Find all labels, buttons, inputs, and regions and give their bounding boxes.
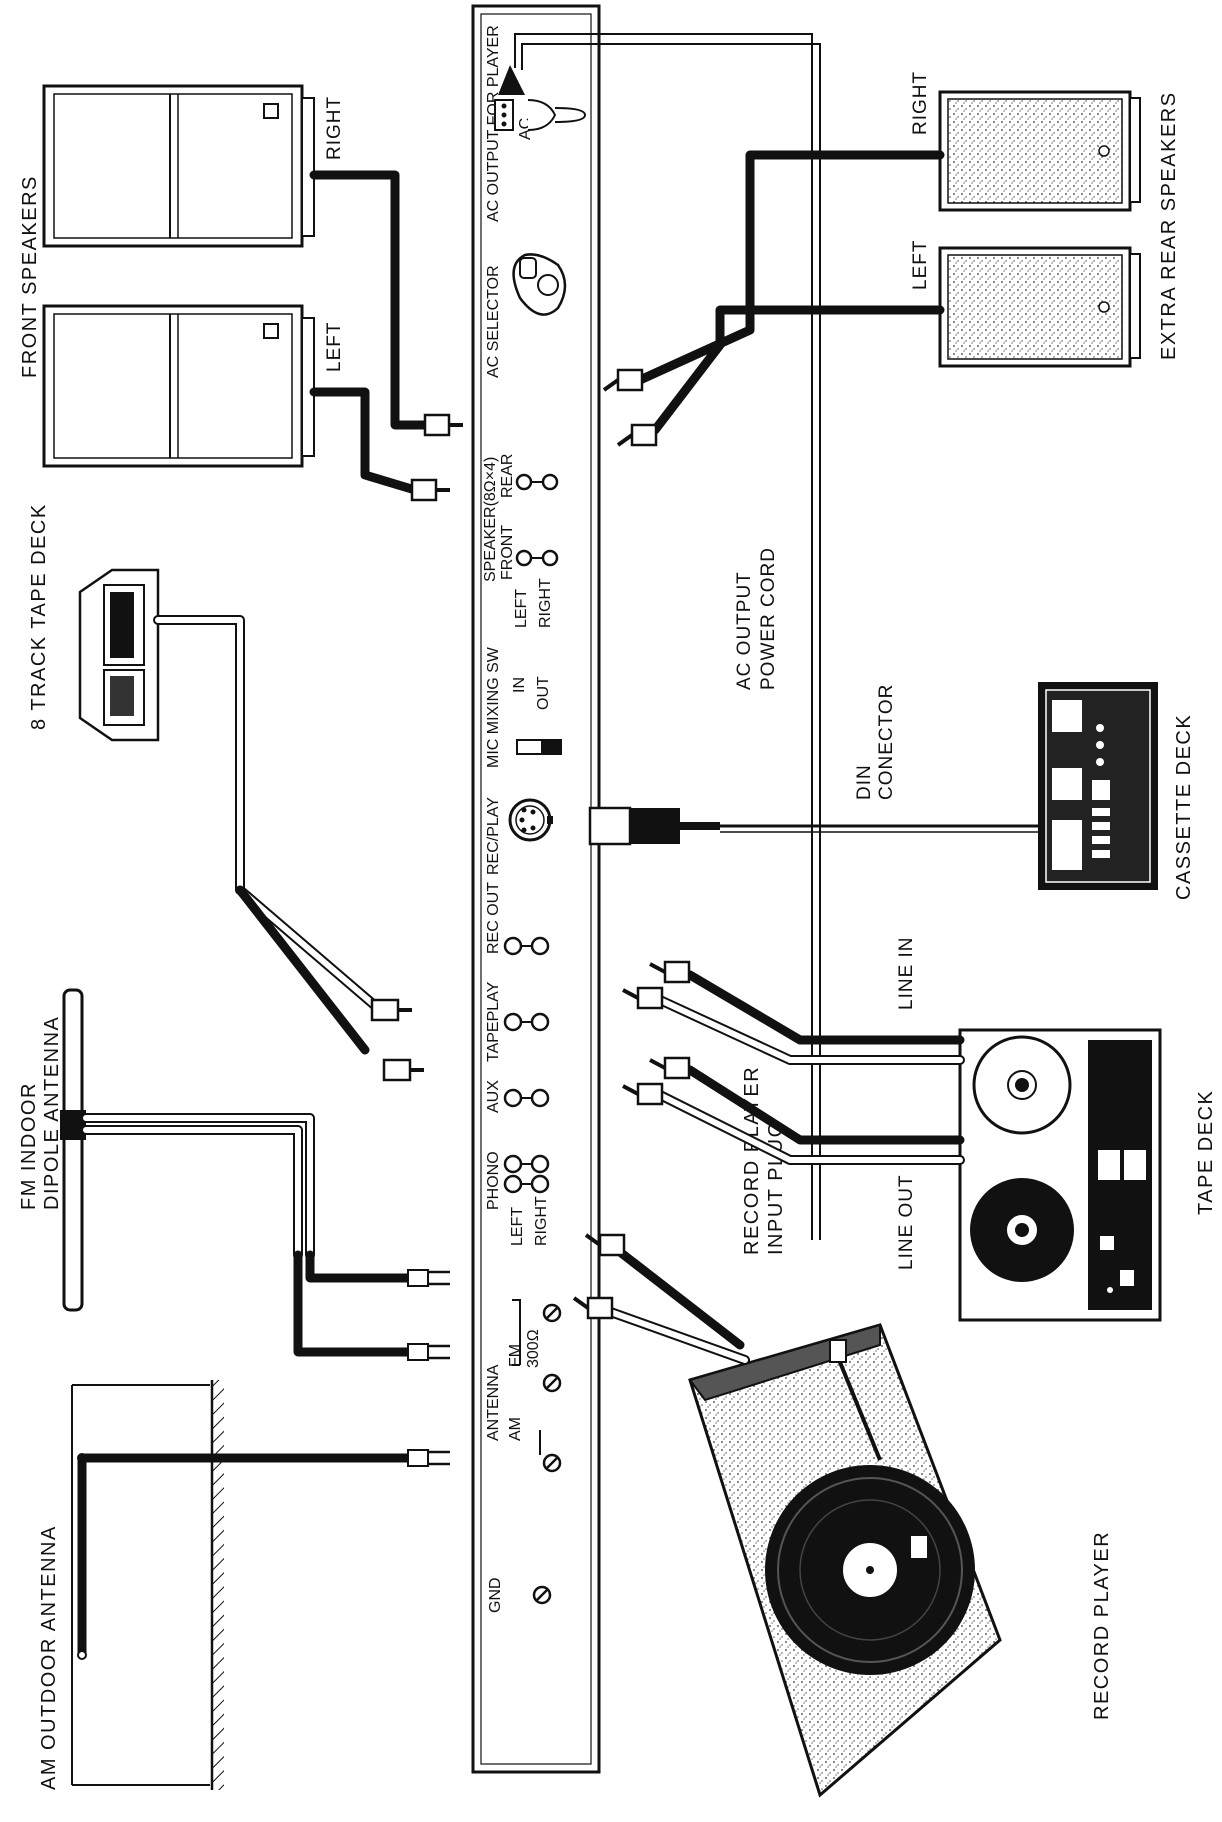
rear-speaker-right [938, 90, 1141, 212]
ac-cord-label-1: AC OUTPUT [734, 571, 755, 690]
speaker-left-label: LEFT [513, 589, 530, 628]
tape-deck-label: TAPE DECK [1195, 1090, 1217, 1215]
speaker-rear-label: REAR [499, 454, 516, 498]
eight-track-deck [78, 568, 160, 742]
mic-mixing-label: MIC MIXING SW [485, 646, 502, 768]
rear-speakers-label: EXTRA REAR SPEAKERS [1158, 91, 1180, 360]
fm-dipole-antenna [60, 988, 315, 1312]
rec-play-label: REC/PLAY [485, 797, 502, 875]
line-plugs [622, 960, 691, 1106]
rear-speaker-left [938, 246, 1141, 368]
phono-label: PHONO [485, 1151, 502, 1210]
record-player-cables [572, 1233, 750, 1365]
ac-cord-label-2: POWER CORD [758, 547, 779, 690]
front-right-label: RIGHT [324, 96, 345, 160]
ac-selector-label: AC SELECTOR [485, 265, 502, 378]
line-out-label: LINE OUT [896, 1174, 917, 1270]
fm-feed-2 [293, 1250, 413, 1357]
phono-left-label: LEFT [509, 1207, 526, 1246]
fm-screw-1-icon [542, 1373, 562, 1393]
fm-antenna-label-1: FM INDOOR [18, 1082, 40, 1210]
din-label-2: CONECTOR [876, 684, 897, 800]
sw-in-label: IN [511, 677, 528, 693]
ac-output-label: AC OUTPUT FOR PLAYER [485, 25, 502, 222]
am-screw-icon [539, 1430, 562, 1473]
sw-out-label: OUT [535, 676, 552, 710]
line-in-label: LINE IN [896, 936, 917, 1010]
speaker-label: SPEAKER(8Ω×4) [482, 457, 499, 582]
cassette-deck [1038, 682, 1158, 890]
gnd-screw-icon [532, 1585, 552, 1605]
record-player [688, 1323, 1002, 1798]
eight-track-cable [153, 615, 385, 1055]
phono-jacks [503, 1154, 550, 1194]
am-label: AM [507, 1417, 524, 1441]
front-speaker-left [42, 304, 315, 468]
reel-tape-deck [958, 1028, 1162, 1322]
rear-right-cable [635, 150, 945, 385]
panel-terminals [494, 65, 587, 1605]
front-left-cable [309, 387, 420, 495]
front-speakers-label: FRONT SPEAKERS [19, 175, 41, 378]
ac-power-cord [514, 33, 821, 1240]
tapeplay-label: TAPEPLAY [485, 981, 502, 1062]
fm-label: FM [507, 1344, 524, 1367]
speaker-front-label: FRONT [499, 525, 516, 580]
rear-right-label: RIGHT [910, 71, 931, 135]
rear-left-cable [650, 305, 945, 435]
gnd-label: GND [487, 1577, 504, 1613]
ac-selector-icon [512, 253, 567, 316]
line-cables [655, 970, 965, 1165]
fm-spade-lugs [407, 1269, 450, 1361]
fm-feed-1 [305, 1250, 413, 1283]
mic-mixing-switch-icon [516, 739, 562, 755]
front-right-cable [309, 170, 435, 430]
front-plugs [410, 413, 463, 502]
din-label-1: DIN [854, 764, 875, 800]
record-plug-label-1: RECORD PLAYER [741, 1066, 763, 1255]
front-left-label: LEFT [324, 322, 345, 372]
record-player-label: RECORD PLAYER [1091, 1531, 1113, 1720]
rear-left-label: LEFT [910, 240, 931, 290]
din-socket-icon [508, 798, 553, 842]
rear-plugs [602, 368, 658, 447]
antenna-label: ANTENNA [485, 1364, 502, 1441]
record-plug-label-2: INPUT PLUG [765, 1120, 787, 1255]
rec-out-label: REC OUT [485, 882, 502, 954]
front-speaker-right [42, 84, 315, 248]
speaker-right-label: RIGHT [537, 578, 554, 628]
tapeplay-jacks [503, 1012, 550, 1032]
ac-outlet-icon [494, 65, 587, 131]
eight-track-plugs [370, 998, 424, 1082]
cassette-deck-label: CASSETTE DECK [1173, 714, 1195, 900]
rec-out-jacks [503, 936, 550, 956]
aux-jacks [503, 1088, 550, 1108]
phono-right-label: RIGHT [533, 1196, 550, 1246]
fm-antenna-label-2: DIPOLE ANTENNA [41, 1016, 63, 1210]
panel-labels: GND ANTENNA AM FM 300Ω PHONO LEFT RIGHT … [482, 25, 554, 1613]
fm-ohm-label: 300Ω [525, 1329, 542, 1368]
din-cable [588, 806, 1038, 846]
aux-label: AUX [485, 1080, 502, 1113]
am-outdoor-antenna [71, 1380, 450, 1790]
fm-screw-2-icon [542, 1303, 562, 1323]
eight-track-label: 8 TRACK TAPE DECK [28, 503, 50, 730]
speaker-terminals [515, 473, 559, 567]
am-antenna-label: AM OUTDOOR ANTENNA [38, 1525, 60, 1790]
